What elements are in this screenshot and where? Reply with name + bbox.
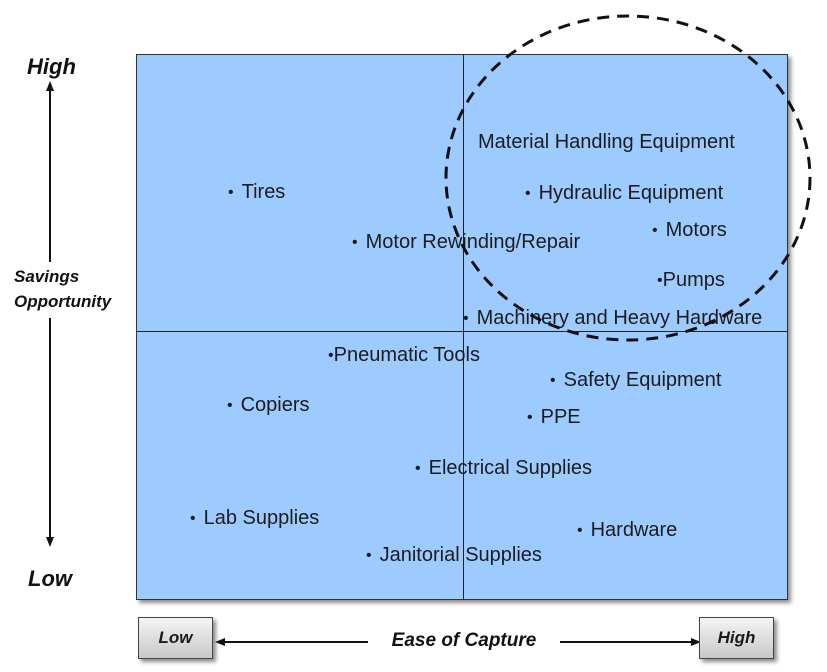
item-copiers: •Copiers xyxy=(227,394,310,416)
x-axis-title: Ease of Capture xyxy=(372,630,556,652)
item-janitorial: •Janitorial Supplies xyxy=(366,544,542,566)
item-tires: •Tires xyxy=(228,181,286,203)
item-machinery: •Machinery and Heavy Hardware xyxy=(463,307,763,329)
x-axis-high-box: High xyxy=(699,617,774,659)
item-motor-rewinding: •Motor Rewinding/Repair xyxy=(352,231,581,253)
item-pneumatic: •Pneumatic Tools xyxy=(328,344,480,366)
bullet-icon: • xyxy=(550,372,556,389)
item-electrical: •Electrical Supplies xyxy=(415,457,593,479)
item-hydraulic: •Hydraulic Equipment xyxy=(525,182,724,204)
item-pumps: •Pumps xyxy=(657,269,725,291)
bullet-icon: • xyxy=(525,185,531,202)
y-axis-high-label: High xyxy=(27,54,76,79)
y-axis-title-line1: Savings xyxy=(14,267,80,286)
item-motors: •Motors xyxy=(652,219,727,241)
bullet-icon: • xyxy=(415,460,421,477)
item-ppe: •PPE xyxy=(527,406,581,428)
bullet-icon: • xyxy=(652,222,658,239)
bullet-icon: • xyxy=(366,547,372,564)
y-axis-low-label: Low xyxy=(28,566,72,591)
bullet-icon: • xyxy=(657,272,663,289)
item-safety: •Safety Equipment xyxy=(550,369,722,391)
bullet-icon: • xyxy=(328,347,334,364)
x-axis-low-label: Low xyxy=(158,628,193,647)
x-axis-low-box: Low xyxy=(138,617,213,659)
bullet-icon: • xyxy=(463,310,469,327)
bullet-icon: • xyxy=(228,184,234,201)
x-axis-high-label: High xyxy=(717,628,756,647)
y-axis-title-line2: Opportunity xyxy=(14,292,112,311)
bullet-icon: • xyxy=(352,234,358,251)
quadrant-matrix: •Tires •Material Handling Equipment •Hyd… xyxy=(136,54,788,600)
item-lab: •Lab Supplies xyxy=(190,507,320,529)
bullet-icon: • xyxy=(227,397,233,414)
bullet-icon: • xyxy=(527,409,533,426)
bullet-icon: • xyxy=(577,522,583,539)
item-material-handling: •Material Handling Equipment xyxy=(478,131,735,153)
bullet-icon: • xyxy=(190,510,196,527)
y-axis-title: Savings Opportunity xyxy=(0,264,140,314)
item-hardware: •Hardware xyxy=(577,519,678,541)
